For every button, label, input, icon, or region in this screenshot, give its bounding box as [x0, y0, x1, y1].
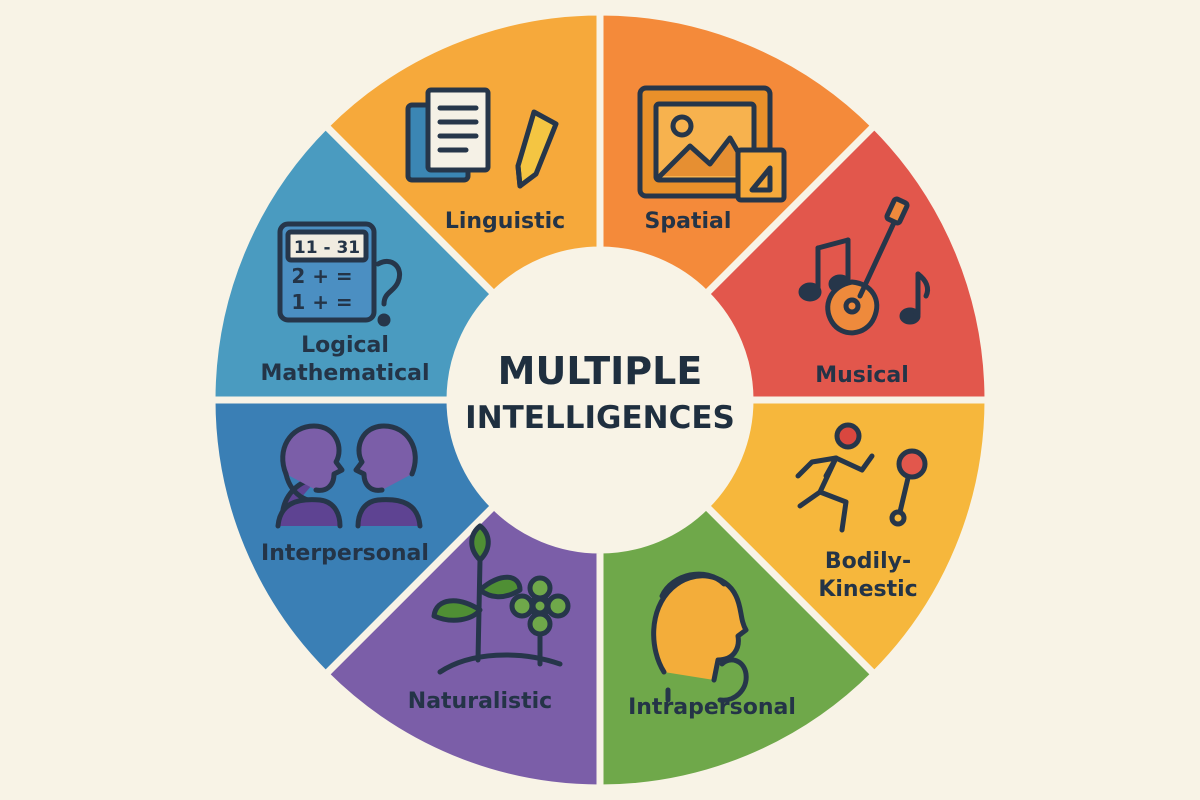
segment-label: Musical — [815, 363, 909, 388]
center-hub — [450, 250, 750, 550]
title-line-1: MULTIPLE — [498, 349, 703, 393]
segment-label-line: Mathematical — [260, 361, 429, 386]
segment-label-line: Spatial — [645, 209, 732, 234]
calculator-row-2: 1 + = — [291, 290, 352, 314]
segment-label: Bodily- Kinestic — [818, 549, 917, 602]
thinking-person-icon — [651, 571, 749, 703]
title-line-2: INTELLIGENCES — [465, 400, 735, 436]
segment-label-line: Linguistic — [445, 209, 565, 234]
segment-label-line: Interpersonal — [261, 541, 429, 566]
segment-label-line: Kinestic — [818, 577, 917, 602]
calculator-display: 11 - 31 — [294, 238, 360, 258]
segment-label-line: Logical — [301, 333, 389, 358]
plants-flower-icon — [431, 523, 571, 675]
running-person-icon — [795, 422, 928, 533]
segment-label: Interpersonal — [261, 541, 429, 566]
two-people-talking-icon — [275, 423, 423, 529]
segment-label-line: Bodily- — [825, 549, 911, 574]
calculator-row-1: 2 + = — [291, 264, 352, 288]
segment-label: Linguistic — [445, 209, 565, 234]
segment-label: Intrapersonal — [628, 695, 796, 720]
segment-label: Naturalistic — [408, 689, 552, 714]
segment-label-line: Intrapersonal — [628, 695, 796, 720]
segment-label: Spatial — [645, 209, 732, 234]
picture-frame-icon — [637, 85, 787, 203]
segment-label-line: Naturalistic — [408, 689, 552, 714]
book-pencil-icon — [405, 87, 559, 189]
segment-label-line: Musical — [815, 363, 909, 388]
calculator-numbers-icon — [277, 221, 402, 327]
guitar-music-notes-icon — [798, 196, 931, 336]
